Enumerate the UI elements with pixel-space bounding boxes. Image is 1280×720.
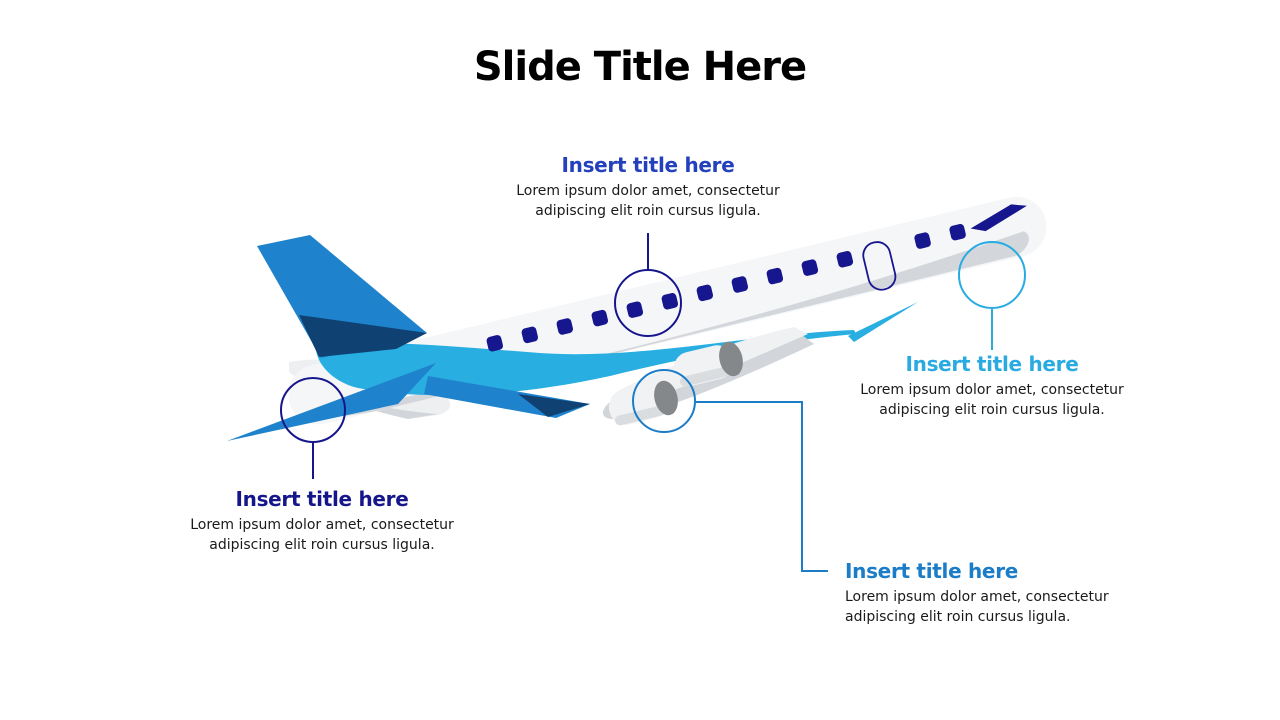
cabin-windows (486, 204, 1027, 352)
cabin-window (914, 232, 931, 249)
cabin-window (696, 284, 714, 302)
cabin-window (801, 259, 819, 276)
callout-body-line: adipiscing elit roin cursus ligula. (209, 536, 435, 553)
cabin-window (591, 309, 609, 327)
callout-circle-top (614, 269, 682, 337)
cockpit-window (970, 204, 1027, 232)
callout-top: Insert title here Lorem ipsum dolor amet… (488, 153, 808, 222)
callout-circle-bottom-left (280, 377, 346, 443)
cabin-window (661, 293, 679, 310)
cabin-window (731, 276, 749, 293)
callout-body-line: Lorem ipsum dolor amet, consectetur (845, 589, 1109, 605)
callout-body-line: adipiscing elit roin cursus ligula. (845, 608, 1071, 625)
callout-title: Insert title here (845, 559, 1019, 583)
engine-body-shadow (679, 366, 731, 387)
engine-body-shadow (614, 405, 666, 426)
callout-circle-bottom-right (632, 369, 696, 433)
cabin-window (836, 251, 854, 268)
callout-title: Insert title here (905, 352, 1079, 376)
callout-body: Lorem ipsum dolor amet, consectetur adip… (845, 588, 1145, 628)
wing-root-wedge-shadow (518, 394, 590, 417)
callout-body-line: Lorem ipsum dolor amet, consectetur (860, 382, 1124, 398)
slide-title: Slide Title Here (473, 44, 807, 90)
cabin-window (949, 223, 966, 241)
cabin-window (486, 335, 504, 352)
cabin-window (556, 318, 574, 335)
cabin-window (521, 326, 539, 344)
callout-body: Lorem ipsum dolor amet, consectetur adip… (832, 381, 1152, 421)
tail-fin-shadow (299, 315, 427, 357)
engine-intake (654, 380, 678, 416)
callout-body: Lorem ipsum dolor amet, consectetur adip… (488, 182, 808, 222)
callout-body-line: adipiscing elit roin cursus ligula. (879, 401, 1105, 418)
callout-title: Insert title here (561, 153, 735, 177)
cabin-window (766, 267, 784, 285)
callout-body: Lorem ipsum dolor amet, consectetur adip… (162, 516, 482, 556)
callout-title: Insert title here (235, 487, 409, 511)
tailplane (227, 363, 436, 441)
callout-body-line: Lorem ipsum dolor amet, consectetur (516, 183, 780, 199)
cabin-window (626, 301, 644, 318)
engine-intake (719, 341, 743, 377)
callout-circle-right (958, 241, 1026, 309)
engine-rear (608, 380, 678, 426)
belly-stripe-tip (848, 302, 918, 342)
cabin-door (862, 241, 897, 291)
callout-right: Insert title here Lorem ipsum dolor amet… (832, 352, 1152, 421)
connector-line-bottom-right (696, 401, 828, 572)
callout-bottom-right: Insert title here Lorem ipsum dolor amet… (845, 559, 1145, 628)
far-tailplane-shadow (308, 385, 438, 419)
callout-bottom-left: Insert title here Lorem ipsum dolor amet… (162, 487, 482, 556)
engine-front (673, 341, 743, 387)
callout-body-line: Lorem ipsum dolor amet, consectetur (190, 517, 454, 533)
callout-body-line: adipiscing elit roin cursus ligula. (535, 202, 761, 219)
